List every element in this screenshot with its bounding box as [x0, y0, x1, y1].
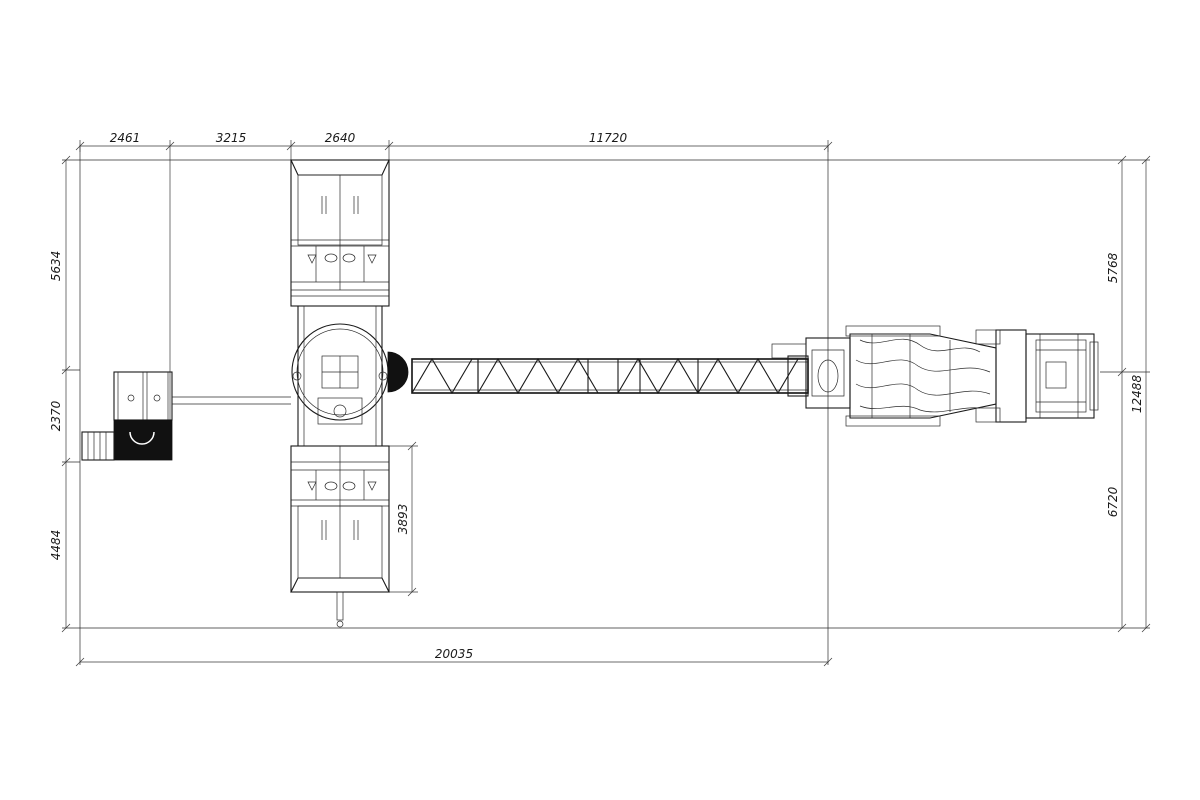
dim-right-overall: 12488: [1130, 375, 1144, 414]
right-dimension-chain: 5768 6720 12488: [1106, 155, 1151, 633]
left-dimension-chain: 5634 2370 4484: [49, 155, 71, 633]
dim-right-1: 5768: [1106, 252, 1120, 283]
dim-left-3: 4484: [49, 530, 63, 561]
operator-cabin: [81, 371, 291, 461]
mixer-tower-frame: [291, 295, 389, 446]
mixer-truck: [771, 325, 1099, 427]
conveyor-truss: [411, 355, 809, 397]
dim-left-2: 2370: [49, 400, 63, 431]
bottom-dimension: 20035: [75, 647, 833, 667]
dim-inner: 3893: [396, 504, 410, 535]
dim-right-2: 6720: [1106, 486, 1120, 517]
lower-aggregate-bin: [290, 445, 390, 628]
dim-top-1: 2461: [110, 131, 141, 145]
mixer-drum: [291, 323, 409, 425]
top-dimension-chain: 2461 3215 2640 11720: [75, 131, 833, 460]
dim-left-1: 5634: [49, 251, 63, 282]
dim-top-3: 2640: [325, 131, 356, 145]
dim-top-2: 3215: [216, 131, 247, 145]
dim-top-4: 11720: [589, 131, 628, 145]
inner-dimension: 3893: [389, 441, 418, 597]
upper-aggregate-bin: [290, 159, 390, 307]
site-boundary: [62, 145, 1150, 665]
dim-bottom-overall: 20035: [435, 647, 473, 661]
